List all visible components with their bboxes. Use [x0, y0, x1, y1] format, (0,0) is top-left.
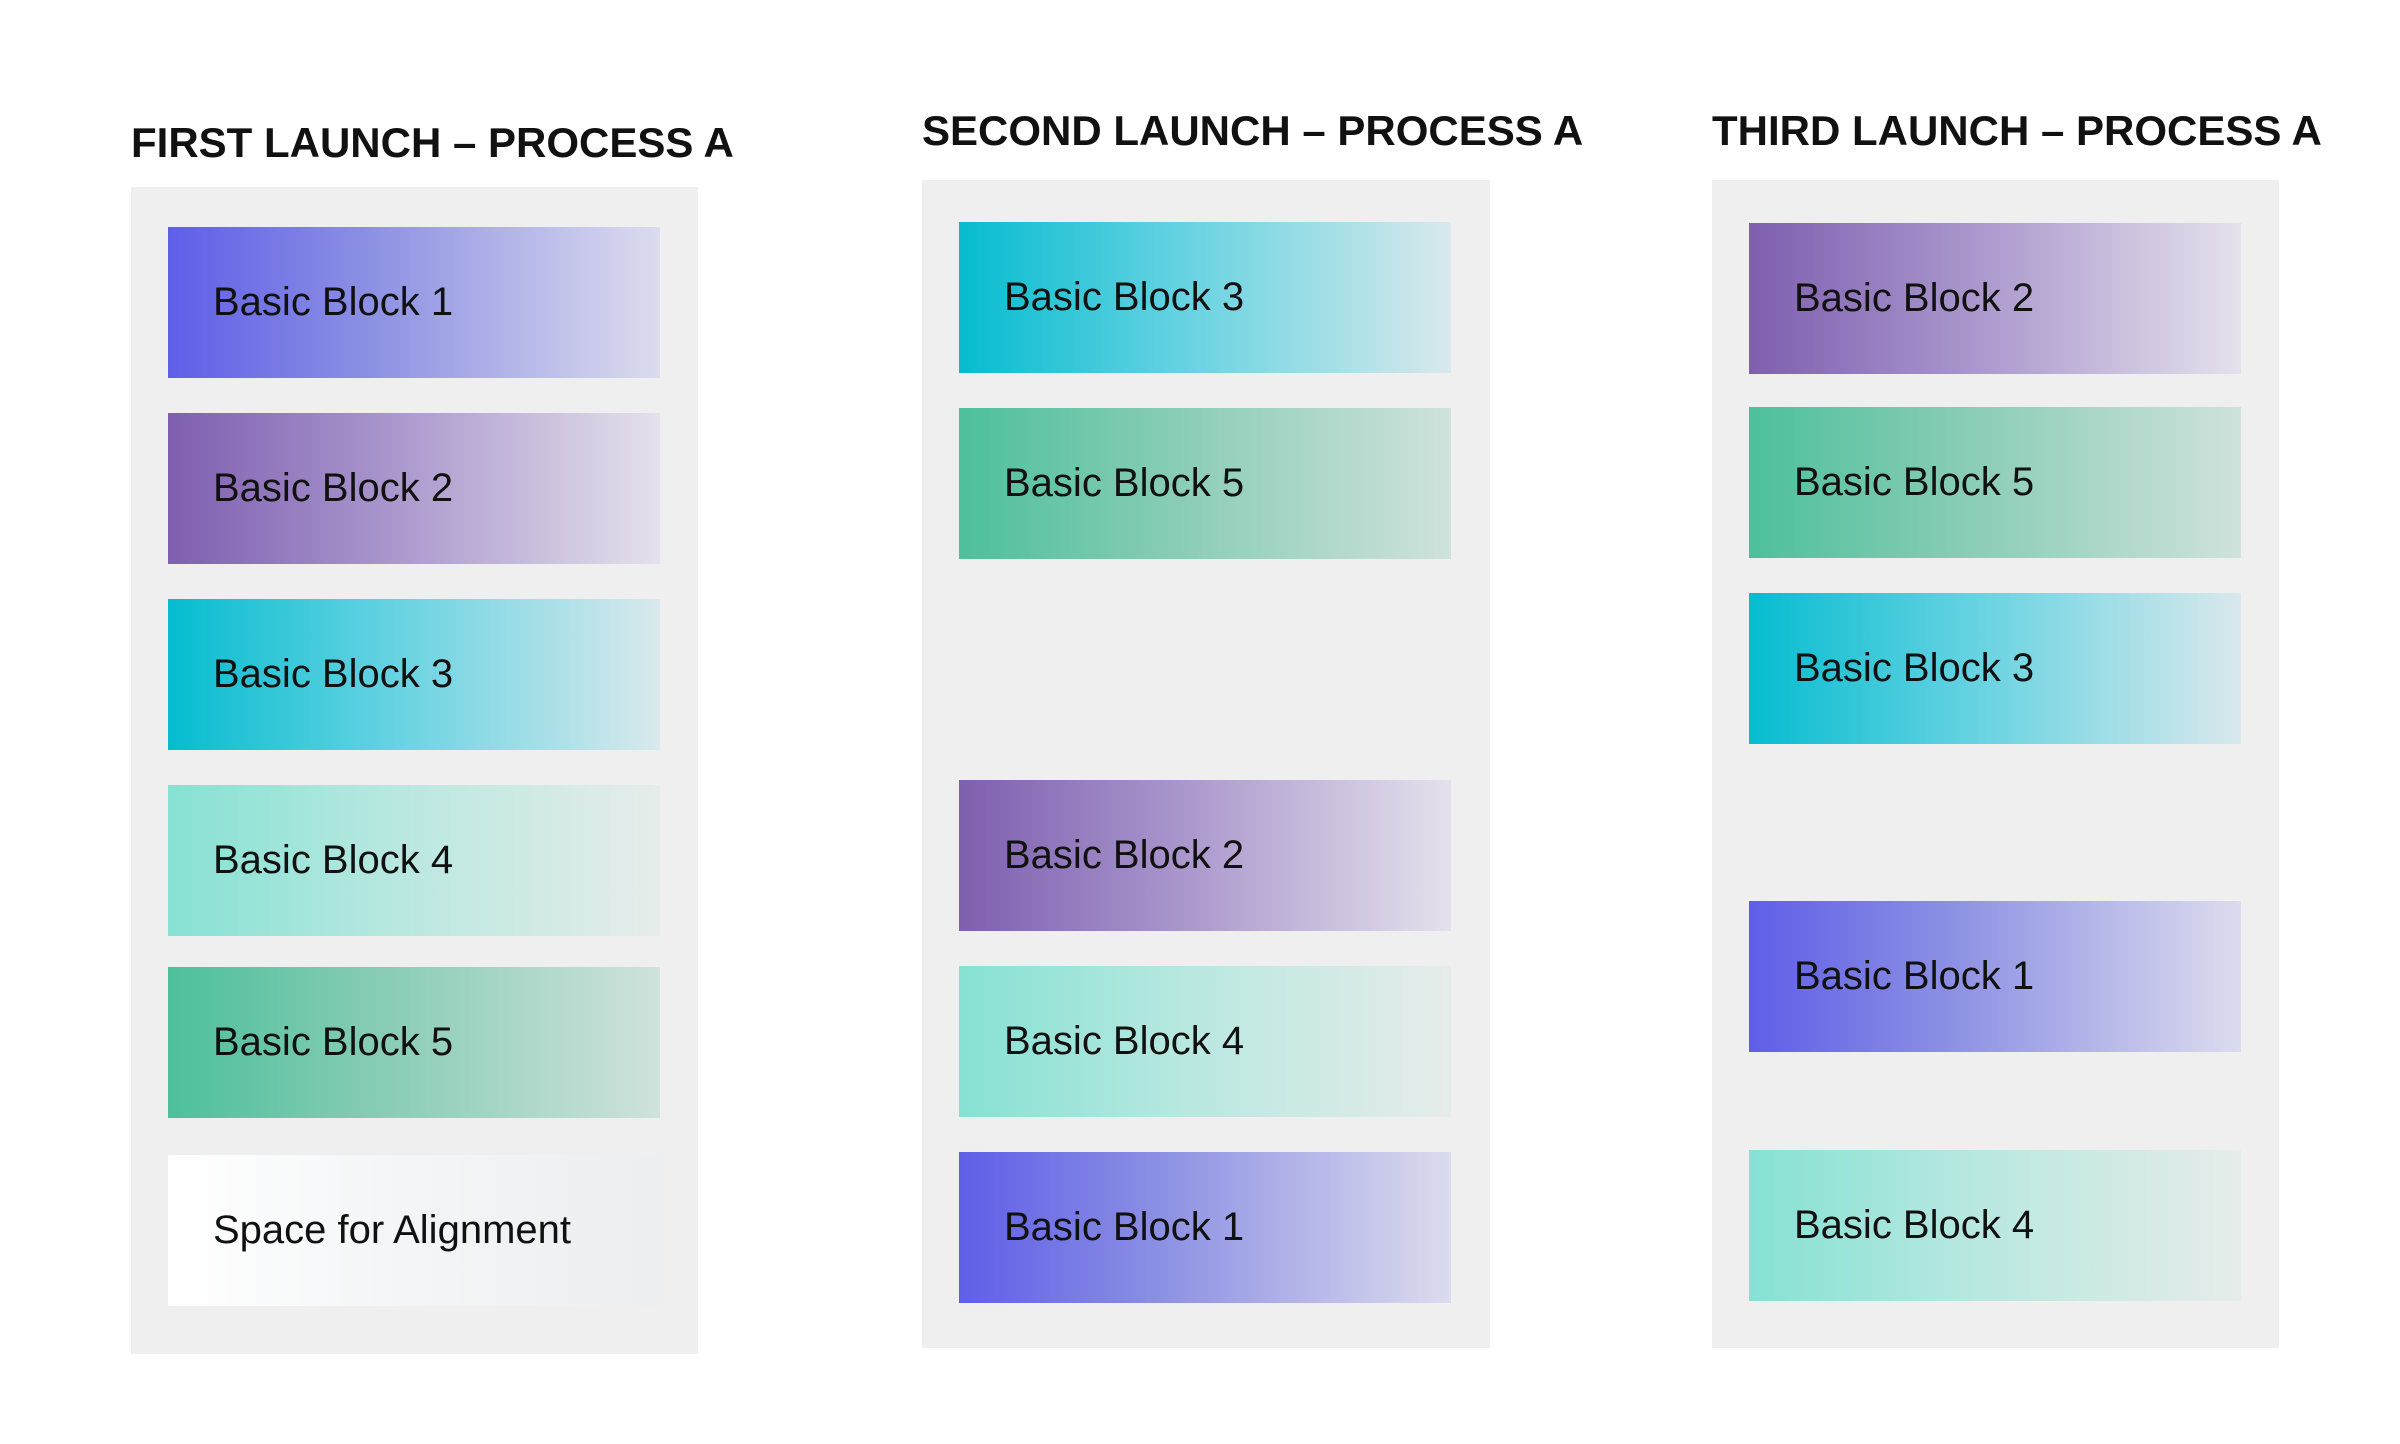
second-launch-title: SECOND LAUNCH – PROCESS A: [922, 107, 1584, 154]
third-launch-panel: Basic Block 2 Basic Block 5 Basic Block …: [1712, 180, 2279, 1348]
block-label: Basic Block 4: [1794, 1203, 2035, 1247]
basic-block-5: Basic Block 5: [1749, 407, 2241, 558]
basic-block-5: Basic Block 5: [168, 967, 660, 1118]
basic-block-3: Basic Block 3: [1749, 593, 2241, 744]
basic-block-3: Basic Block 3: [959, 222, 1451, 373]
block-label: Basic Block 4: [213, 838, 454, 882]
basic-block-2: Basic Block 2: [1749, 223, 2241, 374]
space-for-alignment-block: Space for Alignment: [168, 1155, 660, 1306]
block-label: Basic Block 3: [1794, 646, 2035, 690]
block-label: Basic Block 3: [1004, 275, 1245, 319]
third-launch-title: THIRD LAUNCH – PROCESS A: [1712, 107, 2322, 154]
second-launch-panel: Basic Block 3 Basic Block 5 Basic Block …: [922, 180, 1490, 1348]
block-label: Basic Block 1: [1794, 954, 2035, 998]
third-launch-column: THIRD LAUNCH – PROCESS A Basic Block 2 B…: [1712, 110, 2352, 1350]
basic-block-1: Basic Block 1: [1749, 901, 2241, 1052]
basic-block-3: Basic Block 3: [168, 599, 660, 750]
block-label: Basic Block 2: [1794, 276, 2035, 320]
first-launch-column: FIRST LAUNCH – PROCESS A Basic Block 1 B…: [131, 115, 734, 1355]
second-launch-column: SECOND LAUNCH – PROCESS A Basic Block 3 …: [922, 110, 1602, 1350]
block-label: Basic Block 1: [1004, 1205, 1245, 1249]
block-label: Basic Block 1: [213, 280, 454, 324]
block-label: Basic Block 2: [1004, 833, 1245, 877]
block-label: Basic Block 4: [1004, 1019, 1245, 1063]
basic-block-1: Basic Block 1: [959, 1152, 1451, 1303]
block-label: Basic Block 5: [213, 1020, 454, 1064]
first-launch-title: FIRST LAUNCH – PROCESS A: [131, 119, 734, 166]
basic-block-4: Basic Block 4: [168, 785, 660, 936]
block-label: Basic Block 5: [1004, 461, 1245, 505]
basic-block-5: Basic Block 5: [959, 408, 1451, 559]
block-label: Basic Block 3: [213, 652, 454, 696]
block-label: Space for Alignment: [213, 1208, 571, 1252]
basic-block-1: Basic Block 1: [168, 227, 660, 378]
block-label: Basic Block 5: [1794, 460, 2035, 504]
basic-block-2: Basic Block 2: [959, 780, 1451, 931]
block-label: Basic Block 2: [213, 466, 454, 510]
basic-block-4: Basic Block 4: [1749, 1150, 2241, 1301]
basic-block-4: Basic Block 4: [959, 966, 1451, 1117]
first-launch-panel: Basic Block 1 Basic Block 2 Basic Block …: [131, 187, 698, 1354]
basic-block-2: Basic Block 2: [168, 413, 660, 564]
